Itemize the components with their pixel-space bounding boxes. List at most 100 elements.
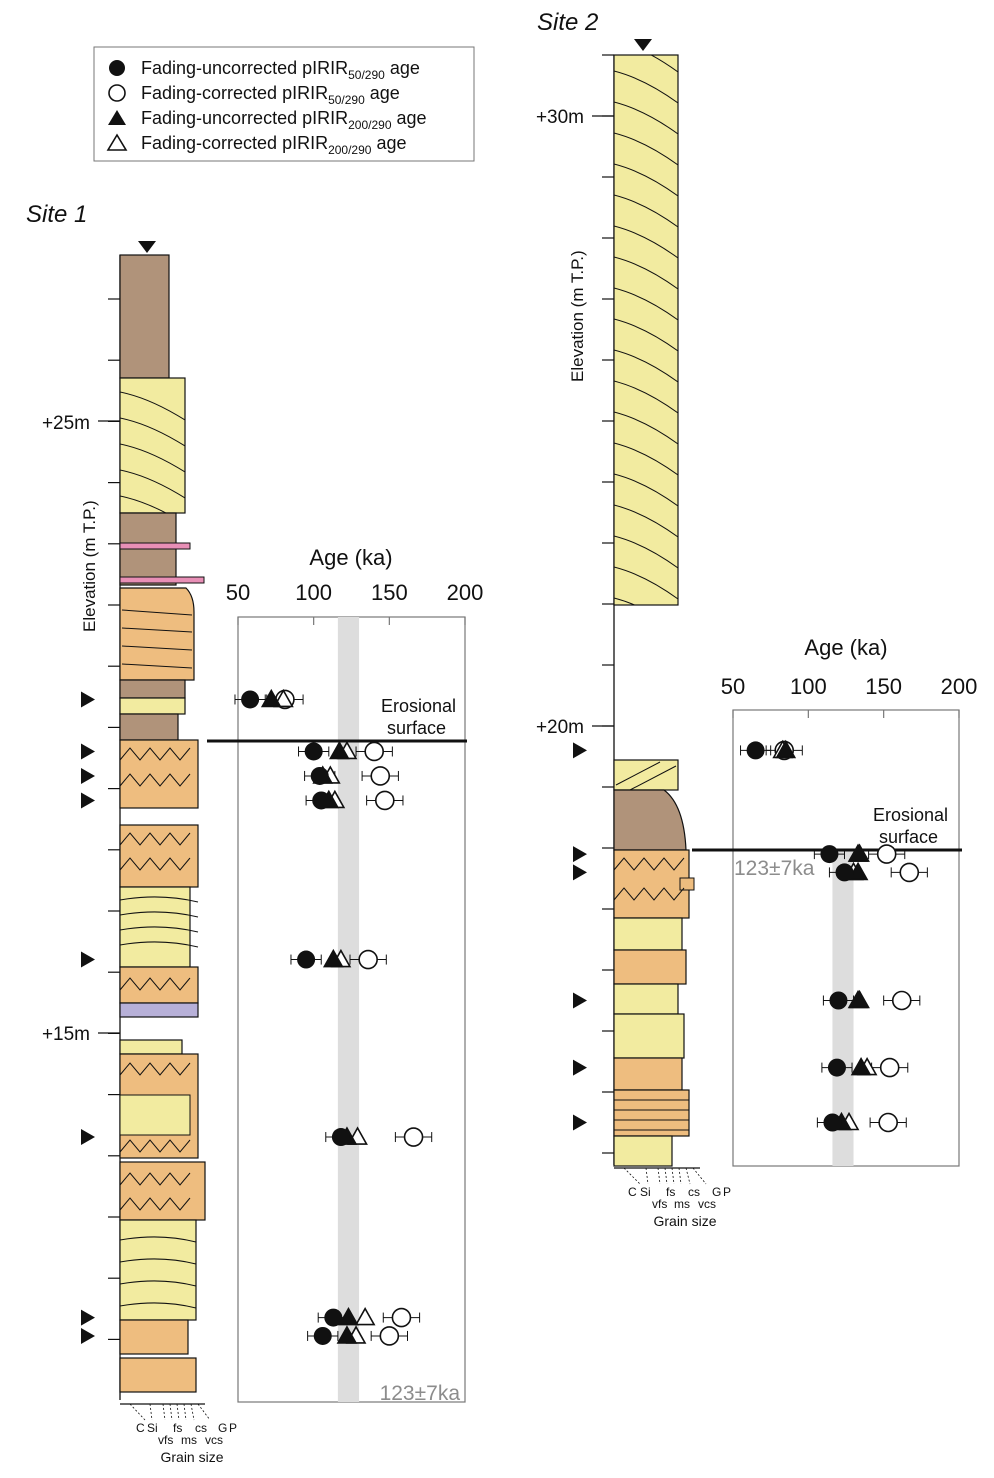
legend-marker-open-triangle [106, 133, 128, 151]
site1-layer-cross-bedded-sand [119, 377, 186, 514]
sample-4 [822, 989, 921, 1011]
point-uncorrected-200 [850, 1056, 872, 1076]
cross-bed-line [650, 55, 678, 73]
site2-herringbone-lines [613, 857, 685, 901]
age-tick-label: 150 [371, 580, 408, 605]
site2-age-points [740, 739, 928, 1133]
cross-bed-line [614, 225, 678, 259]
site2-band-label: 123±7ka [734, 857, 815, 880]
sample-location-marker [81, 767, 95, 784]
site1-erosional-label-1: Erosional [381, 696, 456, 716]
site1-gs-vcs: vcs [205, 1433, 223, 1447]
sample-location-marker [81, 792, 95, 809]
site1-layer-gravelly-mud [119, 713, 179, 741]
site2-top-sand-lines [615, 761, 677, 791]
site2-cross-bed-lines [614, 55, 678, 605]
site1-layer-herringbone-2 [119, 824, 199, 888]
point-uncorrected-50 [310, 766, 329, 785]
point-corrected-50 [391, 1307, 412, 1328]
sample-6 [816, 1111, 907, 1133]
site2-top-marker [634, 39, 652, 51]
sample-3 [828, 861, 928, 883]
sample-1 [234, 688, 304, 710]
sample-5 [821, 1056, 909, 1078]
cross-bed-line [614, 256, 678, 290]
legend-marker-open-circle [108, 84, 126, 102]
point-uncorrected-50 [313, 1326, 332, 1345]
legend-box [93, 46, 475, 162]
site1-title: Site 1 [26, 201, 87, 228]
site1-layer-flaser-sand-2 [119, 1094, 191, 1136]
point-corrected-50 [879, 1057, 900, 1078]
site1-elevation-label: Elevation (m T.P.) [80, 500, 99, 632]
site2-layer-basal-sand [613, 1135, 673, 1167]
site1-herringbone-lines-5 [119, 1172, 191, 1211]
site1-minor-ticks [108, 298, 120, 1341]
site2-column: +30m +20m Elevation (m T.P.) C Si fs cs … [536, 39, 731, 1229]
cross-bed-line [614, 132, 678, 166]
site2-gs-c: C [628, 1185, 637, 1199]
point-uncorrected-200 [849, 843, 870, 862]
site2-gs-cs: cs [688, 1185, 700, 1199]
point-uncorrected-200 [322, 948, 344, 968]
site2-gs-title: Grain size [653, 1213, 716, 1229]
sample-location-marker [81, 1129, 95, 1146]
age-tick-label: 50 [721, 674, 745, 699]
site1-tick-label-15: +15m [42, 1024, 90, 1045]
site2-gs-p: P [723, 1185, 731, 1199]
site1-gs-p: P [229, 1421, 237, 1435]
point-corrected-50 [370, 766, 391, 786]
point-uncorrected-50 [820, 845, 839, 864]
site2-grain-size-scale: C Si fs cs G P vfs ms vcs Grain size [614, 1167, 731, 1229]
site2-lamination-lines [614, 1099, 689, 1131]
site2-layer-burrowed-sand-2 [613, 983, 679, 1015]
sample-5 [290, 948, 387, 970]
legend-marker-filled-triangle [108, 110, 126, 125]
site2-layer-cross-bedded-sand [613, 54, 679, 606]
site1-lamination-lines [121, 609, 193, 669]
point-corrected-50 [878, 1112, 898, 1133]
point-uncorrected-200 [260, 688, 282, 708]
site2-erosional-label-1: Erosional [873, 805, 948, 825]
age-tick-label: 50 [226, 580, 250, 605]
point-uncorrected-200 [775, 739, 797, 759]
sample-location-marker [573, 1059, 587, 1076]
site2-gs-g: G [712, 1185, 721, 1199]
site2-gs-vfs: vfs [652, 1197, 667, 1211]
site1-flaser-lines [119, 896, 199, 948]
site1-gs-ms: ms [181, 1433, 197, 1447]
site1-flaser-lines-3 [119, 1236, 197, 1309]
age-tick-label: 200 [941, 674, 978, 699]
legend-label-uncorrected-200: Fading-uncorrected pIRIR200/290 age [141, 108, 427, 132]
legend-marker-filled-circle [109, 60, 125, 76]
cross-bed-line [614, 318, 678, 352]
sample-location-marker [81, 1309, 95, 1326]
point-corrected-50 [891, 990, 912, 1011]
sample-2 [298, 740, 393, 762]
site1-layer-thin-sand [119, 697, 186, 715]
site1-grain-size-scale: C Si fs cs G P vfs ms vcs Grain size [120, 1403, 237, 1465]
site2-layer-ripple-sand [613, 1057, 683, 1091]
site2-gs-fs: fs [666, 1185, 675, 1199]
cross-bed-line [614, 504, 678, 538]
point-corrected-200 [354, 1306, 376, 1326]
site2-sample-markers [573, 742, 587, 1131]
site2-layer-gravelly-mud [613, 789, 687, 851]
sample-location-marker [81, 743, 95, 760]
point-uncorrected-50 [827, 1058, 846, 1077]
site1-herringbone-lines-3 [119, 977, 191, 991]
site1-column: +25m +15m Elevation (m T.P.) [42, 241, 237, 1465]
site2-gs-vcs: vcs [698, 1197, 716, 1211]
point-uncorrected-50 [835, 863, 854, 882]
site1-tick-label-25: +25m [42, 413, 90, 434]
point-corrected-50 [379, 1326, 400, 1346]
sample-2 [813, 843, 906, 864]
site1-layer-mud [119, 254, 170, 379]
site1-sample-markers [81, 691, 95, 1344]
sample-location-marker [81, 951, 95, 968]
cross-bed-line [614, 597, 636, 605]
point-uncorrected-50 [331, 1128, 350, 1147]
point-uncorrected-50 [324, 1308, 343, 1327]
sample-location-marker [573, 846, 587, 863]
